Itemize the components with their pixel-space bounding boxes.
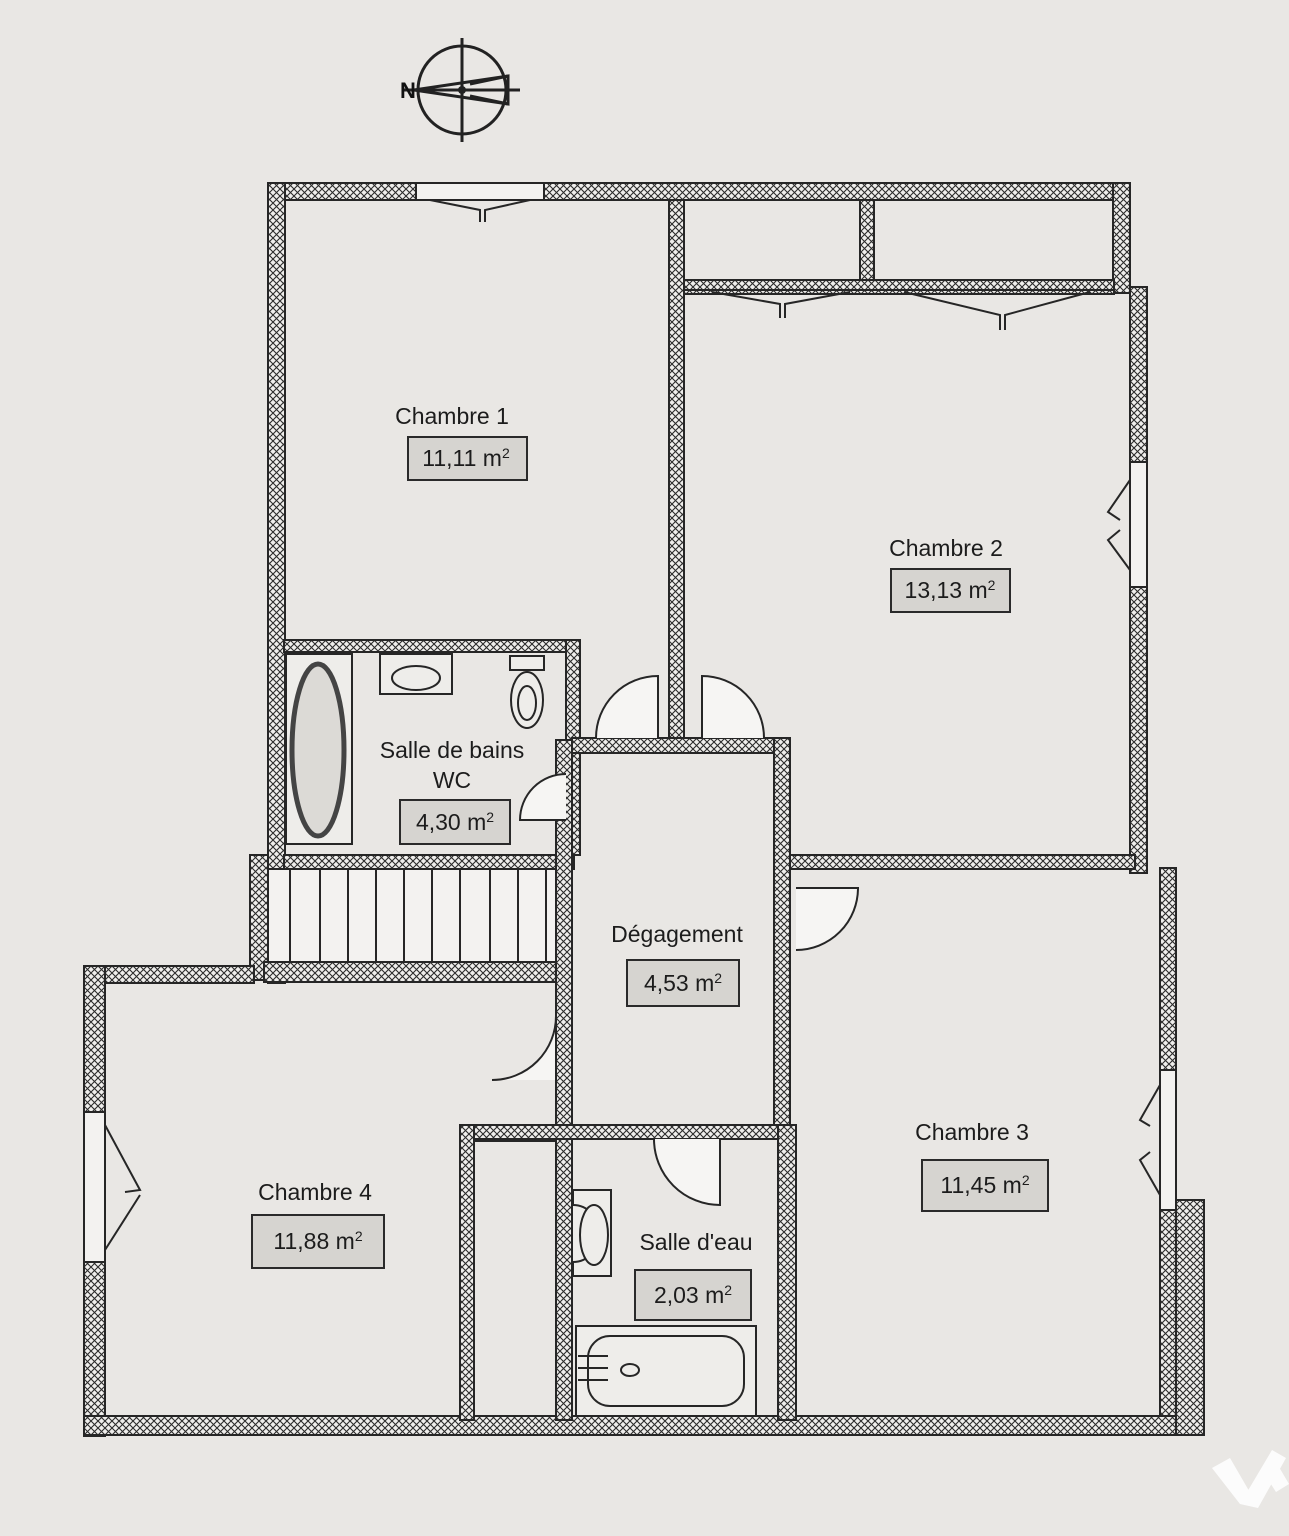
window-chambre-1 <box>415 182 545 201</box>
bathtub-rect <box>575 1325 757 1417</box>
room-area: 4,30 m2 <box>416 809 494 835</box>
door-salle-d-eau <box>653 1138 721 1207</box>
room-name-2: WC <box>433 767 471 793</box>
toilet-icon <box>509 655 545 729</box>
area-box <box>399 799 511 845</box>
room-name: Salle d'eau <box>639 1229 752 1255</box>
area-box <box>251 1214 385 1269</box>
room-chambre-2: Chambre 2 13,13 m2 <box>889 535 1011 613</box>
compass-north-label: N <box>400 78 416 103</box>
doors <box>491 674 860 1207</box>
room-degagement: Dégagement 4,53 m2 <box>611 921 743 1007</box>
area-box <box>626 959 740 1007</box>
room-name: Salle de bains <box>380 737 525 763</box>
window-chambre-2 <box>1129 461 1148 588</box>
room-salle-de-bains: Salle de bains WC 4,30 m2 <box>380 737 525 845</box>
room-area: 11,11 m2 <box>422 445 510 471</box>
door-salle-de-bains <box>518 773 567 821</box>
door-chambre-3 <box>795 887 860 951</box>
room-name: Chambre 4 <box>258 1179 372 1205</box>
room-salle-d-eau: Salle d'eau 2,03 m2 <box>634 1229 753 1321</box>
area-box <box>921 1159 1049 1212</box>
room-area: 4,53 m2 <box>644 970 722 996</box>
door-chambre-2 <box>701 674 765 739</box>
room-area: 2,03 m2 <box>654 1282 732 1308</box>
area-box <box>634 1269 752 1321</box>
room-chambre-3: Chambre 3 11,45 m2 <box>915 1119 1049 1212</box>
room-area: 13,13 m2 <box>905 577 996 603</box>
room-area: 11,88 m2 <box>273 1228 362 1254</box>
room-name: Chambre 2 <box>889 535 1003 561</box>
room-name: Dégagement <box>611 921 743 947</box>
area-box <box>890 568 1011 613</box>
door-chambre-1 <box>595 674 659 739</box>
washbasin-icon <box>379 653 453 695</box>
door-chambre-4 <box>491 1015 557 1081</box>
bathtub-oval <box>285 653 353 845</box>
watermark-logo <box>1212 1450 1289 1508</box>
compass-icon: N <box>400 38 520 142</box>
room-name: Chambre 3 <box>915 1119 1029 1145</box>
room-chambre-4: Chambre 4 11,88 m2 <box>251 1179 385 1269</box>
room-chambre-1: Chambre 1 11,11 m2 <box>395 403 528 481</box>
area-box <box>407 436 528 481</box>
window-chambre-3 <box>1159 1069 1177 1211</box>
wardrobe-doors <box>684 289 1114 330</box>
room-area: 11,45 m2 <box>940 1172 1029 1198</box>
staircase <box>267 868 557 963</box>
sink-salle-d-eau-icon <box>572 1189 612 1277</box>
room-name: Chambre 1 <box>395 403 509 429</box>
window-sashes <box>104 199 1161 1251</box>
windows <box>83 182 1177 1263</box>
window-chambre-4 <box>83 1111 106 1263</box>
